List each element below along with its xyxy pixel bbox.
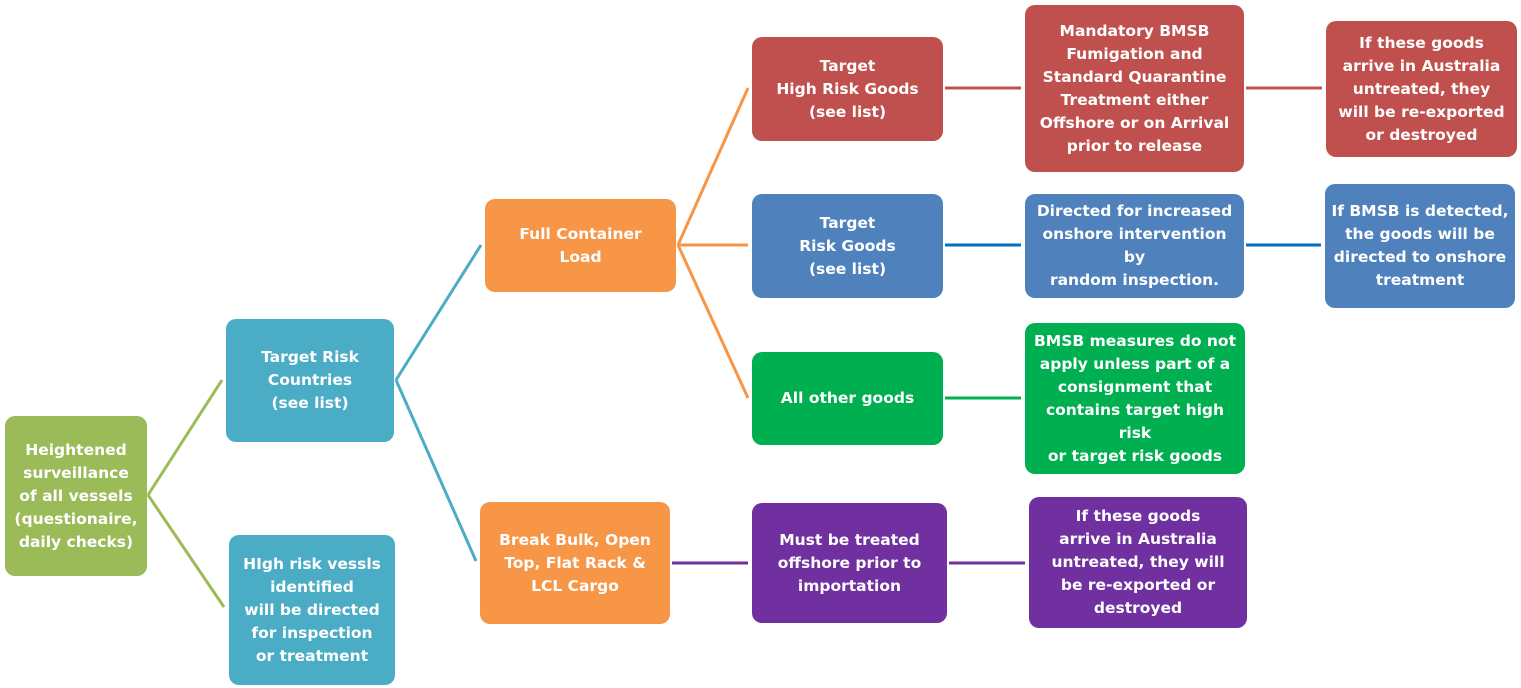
connector-root-countries <box>146 379 224 496</box>
high-risk-vessels-box: HIgh risk vessls identified will be dire… <box>229 535 395 685</box>
connector-countries-break <box>394 379 478 562</box>
reexport-red-box: If these goods arrive in Australia untre… <box>1326 21 1517 157</box>
connector-root-vessels <box>146 494 226 608</box>
target-risk-countries-box: Target Risk Countries (see list) <box>226 319 394 442</box>
bmsb-measures-box: BMSB measures do not apply unless part o… <box>1025 323 1245 474</box>
heightened-surveillance-box: Heightened surveillance of all vessels (… <box>5 416 147 576</box>
connector-fcl-high <box>676 87 750 246</box>
all-other-goods-box: All other goods <box>752 352 943 445</box>
break-bulk-box: Break Bulk, Open Top, Flat Rack & LCL Ca… <box>480 502 670 624</box>
full-container-load-box: Full Container Load <box>485 199 676 292</box>
target-risk-goods-box: Target Risk Goods (see list) <box>752 194 943 298</box>
must-be-treated-box: Must be treated offshore prior to import… <box>752 503 947 623</box>
target-high-risk-goods-box: Target High Risk Goods (see list) <box>752 37 943 141</box>
connector-countries-fcl <box>394 244 483 381</box>
mandatory-fumigation-box: Mandatory BMSB Fumigation and Standard Q… <box>1025 5 1244 172</box>
connector-fcl-other <box>676 244 750 399</box>
reexport-purple-box: If these goods arrive in Australia untre… <box>1029 497 1247 628</box>
bmsb-detected-box: If BMSB is detected, the goods will be d… <box>1325 184 1515 308</box>
directed-intervention-box: Directed for increased onshore intervent… <box>1025 194 1244 298</box>
